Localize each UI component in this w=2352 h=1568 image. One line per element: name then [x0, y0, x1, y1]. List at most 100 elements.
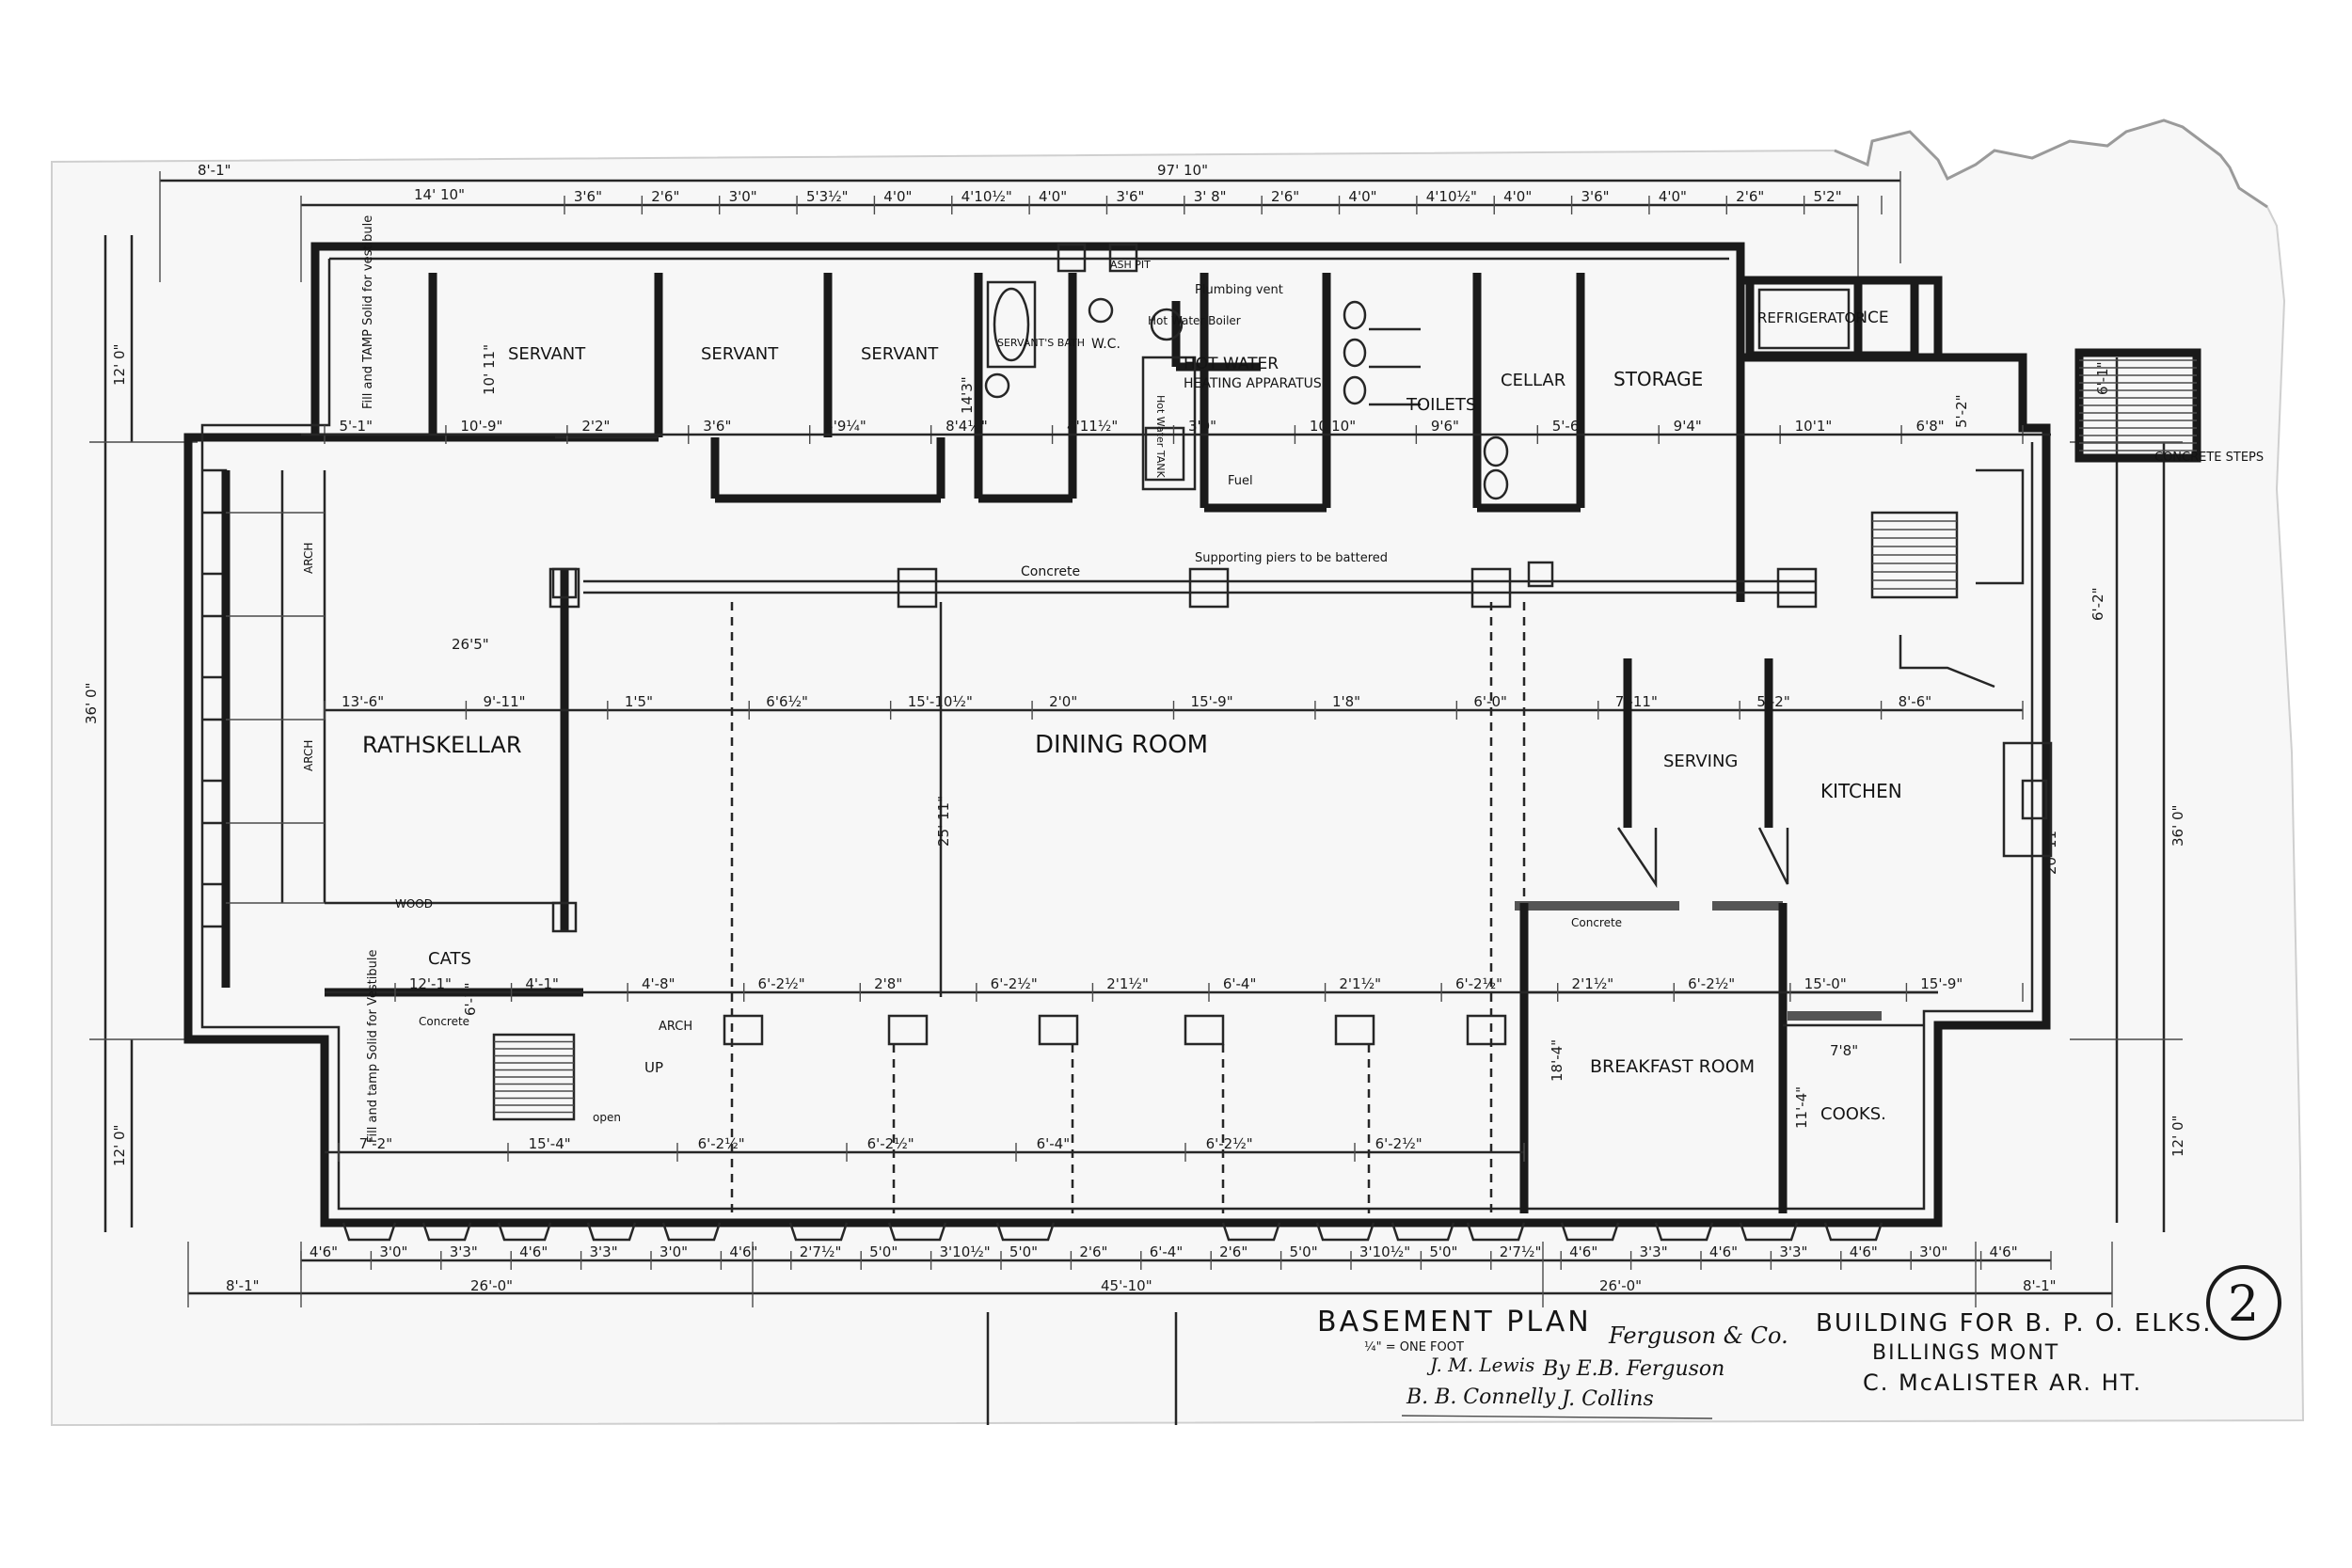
stair-right-top-dim: 5'-2": [1953, 394, 1970, 428]
service-row-dims: 5'-1"10'-9"2'2"3'6"6'9¼"8'4½"4'11½"3'0"1…: [324, 418, 2024, 444]
window-well: [661, 1222, 722, 1242]
signature-collins: J. Collins: [1558, 1387, 1654, 1411]
refrigerator-ice-rooms: [1745, 276, 1919, 360]
wood-note: WOOD: [395, 897, 433, 911]
rathskellar-depth-dim: 26'5": [452, 636, 489, 653]
top-chain-dim: 3'6": [1581, 188, 1609, 205]
arch-row-dim: 6'-2½": [758, 975, 805, 992]
signature-connelly: B. B. Connelly: [1406, 1386, 1556, 1409]
window-well: [788, 1222, 849, 1242]
front-window-wells: [342, 1222, 1883, 1242]
arch-row-dim: 2'1½": [1106, 975, 1149, 992]
bottom-chain-dim: 4'6": [1709, 1243, 1738, 1260]
toilet-fixtures: [1343, 300, 1509, 500]
concrete-beam-note: Concrete: [1021, 564, 1080, 579]
lower-row-dim: 6'-2½": [1375, 1135, 1422, 1152]
sheet-number: 2: [2228, 1276, 2259, 1333]
arch-label-2: ARCH: [302, 543, 315, 574]
breakfast-room-label: BREAKFAST ROOM: [1590, 1056, 1755, 1077]
dining-depth-dim: 25' 11": [935, 796, 952, 847]
arch-row-dim: 2'1½": [1339, 975, 1381, 992]
service-row-walls: [315, 273, 1938, 602]
storage-label: STORAGE: [1613, 368, 1703, 390]
bottom-chain-dim: 4'6": [729, 1243, 757, 1260]
bottom-center-bay-dim: 45'-10": [1101, 1277, 1152, 1294]
window-well: [1391, 1222, 1455, 1242]
signature-underline: [1401, 1415, 1713, 1419]
top-chain-dim: 3' 8": [1194, 188, 1227, 205]
bottom-chain-dim: 2'6": [1219, 1243, 1248, 1260]
right-bottom-depth-dim: 12' 0": [2169, 1116, 2186, 1157]
service-row-dim: 2'2": [581, 418, 610, 435]
service-row-dim: 8'4½": [946, 418, 988, 435]
service-row-dim: 6'9¼": [824, 418, 866, 435]
plan-scale: ¼" = ONE FOOT: [1364, 1340, 1464, 1354]
servant-depth-dim-2: 14'3": [959, 376, 976, 414]
lower-piers: [723, 1014, 1507, 1213]
signature-lewis: J. M. Lewis: [1426, 1354, 1534, 1376]
wc-label: W.C.: [1091, 337, 1120, 352]
bottom-chain-dim: 4'6": [310, 1243, 338, 1260]
bottom-chain-dim: 3'3": [1640, 1243, 1668, 1260]
service-row-dim: 9'6": [1431, 418, 1459, 435]
top-left-run-dim: 14' 10": [414, 186, 465, 203]
stair-right-run-dim: 6'-2": [2090, 587, 2106, 621]
top-chain-dim: 2'6": [1736, 188, 1764, 205]
up-label: UP: [644, 1059, 663, 1076]
lower-left-stair: [492, 1033, 576, 1121]
cats-label: CATS: [428, 949, 471, 969]
fuel-note: Fuel: [1228, 474, 1253, 488]
open-note: open: [593, 1111, 621, 1124]
dining-row-dim: 2'0": [1049, 693, 1077, 710]
window-well: [1315, 1222, 1375, 1242]
dining-row-dim: 5'-2": [1756, 693, 1790, 710]
cellar-label: CELLAR: [1501, 371, 1565, 390]
arch-row-dim: 12'-1": [409, 975, 452, 992]
right-top-dim: 6'-1": [2094, 361, 2111, 395]
concrete-kitchen-note: Concrete: [1571, 916, 1622, 929]
ash-pit-label: ASH PIT: [1110, 259, 1151, 271]
service-row-dim: 3'0": [1188, 418, 1216, 435]
window-well: [887, 1222, 947, 1242]
window-well: [497, 1222, 552, 1242]
window-well: [1823, 1222, 1883, 1242]
service-row-dim: 3'6": [703, 418, 731, 435]
service-row-dim: 4'11½": [1067, 418, 1118, 435]
servant-2-label: SERVANT: [701, 344, 779, 364]
window-well: [1466, 1222, 1526, 1242]
bottom-chain-dim: 3'10½": [940, 1243, 991, 1260]
top-left-overhang-dim: 8'-1": [198, 162, 231, 179]
supporting-piers-note: Supporting piers to be battered: [1195, 551, 1388, 565]
dining-row-dim: 1'5": [625, 693, 653, 710]
bottom-chain-dim: 3'3": [590, 1243, 618, 1260]
bottom-chain-dim: 3'3": [450, 1243, 478, 1260]
left-bottom-depth-dim: 12' 0": [111, 1125, 128, 1166]
top-chain-dim: 2'6": [651, 188, 679, 205]
cats-depth-dim: 6'-7": [462, 982, 479, 1016]
bottom-chain-dim: 3'0": [379, 1243, 407, 1260]
bottom-chain-dim: 4'6": [519, 1243, 548, 1260]
arch-row-dim: 6'-2½": [991, 975, 1038, 992]
bottom-chain-dim: 2'7½": [800, 1243, 842, 1260]
bottom-stub-lines: [986, 1312, 1178, 1425]
concrete-bands: [1515, 901, 1882, 1021]
hot-water-tank-note: Hot Water TANK: [1154, 395, 1167, 478]
cooks-depth-dim: 11'-4": [1793, 1086, 1810, 1129]
architect-name: C. McALISTER AR. HT.: [1863, 1370, 2142, 1396]
main-concrete-beam: [548, 561, 1818, 609]
top-chain-dim: 4'10½": [1426, 188, 1477, 205]
refrigerator-label: REFRIGERATOR: [1757, 309, 1866, 326]
bottom-chain-dim: 2'6": [1079, 1243, 1107, 1260]
window-well: [342, 1222, 397, 1242]
bottom-chain-dim: 3'0": [660, 1243, 688, 1260]
arch-row-dim: 6'-4": [1223, 975, 1257, 992]
bottom-chain-dim: 6'-4": [1150, 1243, 1184, 1260]
service-row-dim: 10'10": [1310, 418, 1356, 435]
exterior-concrete-steps: [2074, 348, 2201, 463]
fill-tamp-note-bottom: Fill and tamp Solid for Vestibule: [366, 950, 380, 1144]
bottom-chain-dim: 3'3": [1779, 1243, 1807, 1260]
dining-row-dim: 7'-11": [1615, 693, 1658, 710]
top-chain-dim: 3'6": [1116, 188, 1144, 205]
top-chain-dim: 3'0": [729, 188, 757, 205]
service-row-dim: 9'4": [1674, 418, 1702, 435]
